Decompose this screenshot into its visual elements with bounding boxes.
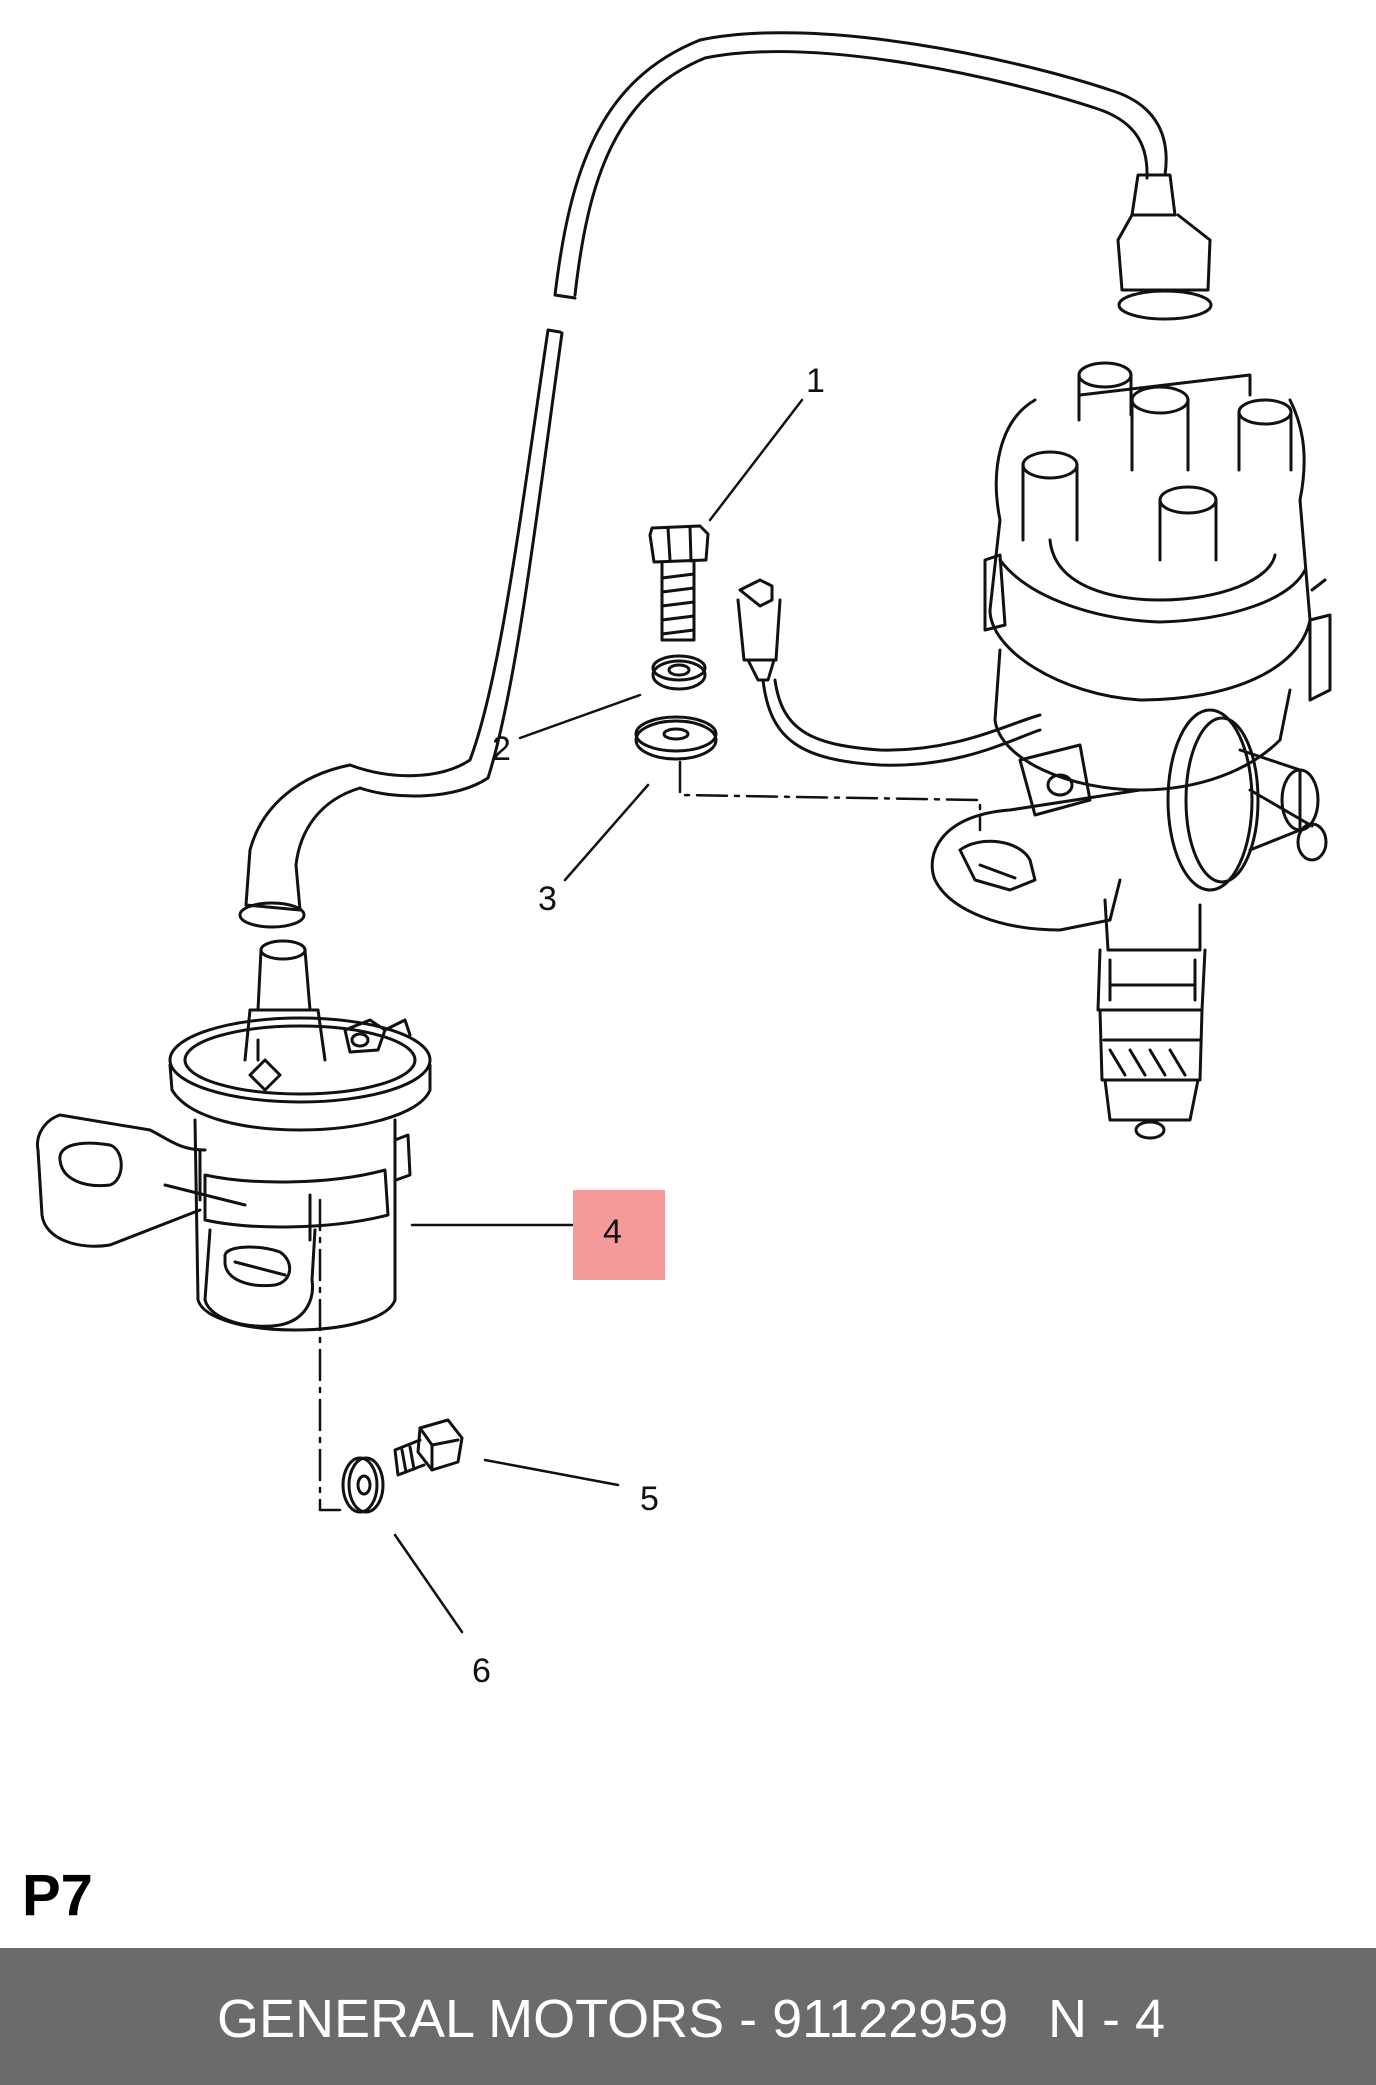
leader-lines [393,398,804,1634]
footer-bar: GENERAL MOTORS - 91122959 N - 4 [0,1948,1376,2085]
footer-part-number: GENERAL MOTORS - 91122959 [217,1989,1009,2049]
callout-1: 1 [806,362,825,400]
callout-6: 6 [472,1652,491,1690]
page-label: P7 [22,1863,93,1928]
ignition-lead [238,31,1213,929]
callout-4: 4 [603,1213,622,1251]
footer-position-code: N - 4 [1048,1989,1166,2049]
alignment-lines [318,760,982,1512]
spring-washer-2 [651,654,707,691]
bolt-1 [648,524,710,642]
washer-6 [341,1456,385,1514]
callout-4-highlight [573,1190,665,1280]
ignition-coil-4 [35,939,432,1332]
sensor-connector [736,578,1042,767]
bolt-5 [393,1418,464,1477]
callout-2: 2 [492,730,511,768]
callout-3: 3 [538,880,557,918]
flat-washer-3 [634,715,718,761]
parts-diagram: 1 2 3 4 5 6 [35,31,1332,1690]
callout-5: 5 [640,1480,659,1518]
distributor [930,361,1332,1140]
